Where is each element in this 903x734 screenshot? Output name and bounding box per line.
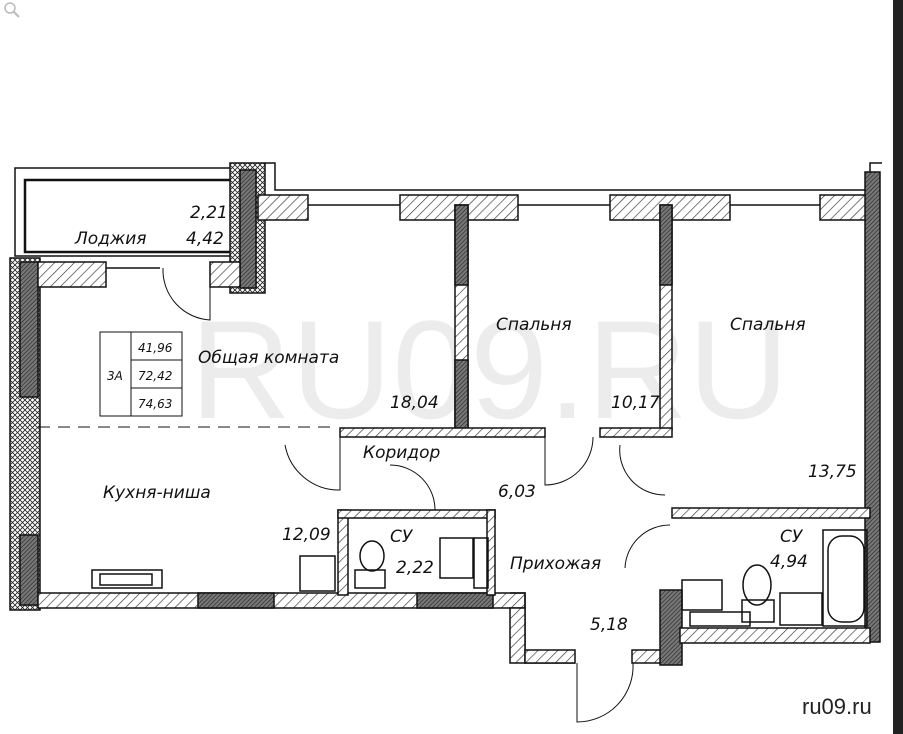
loggia-area: 4,42 — [186, 229, 224, 249]
bath2-name: СУ — [780, 527, 804, 547]
corridor-name: Коридор — [363, 443, 440, 463]
bath2-area: 4,94 — [770, 552, 808, 572]
magnifier-icon[interactable] — [4, 2, 20, 18]
total-area: 72,42 — [138, 369, 172, 383]
living-area: 41,96 — [138, 341, 173, 355]
bedroom2-name: Спальня — [730, 315, 806, 335]
summary-table — [99, 331, 183, 417]
bath1-area: 2,22 — [396, 558, 434, 578]
loggia-name: Лоджия — [74, 229, 147, 249]
bedroom2-area: 13,75 — [808, 462, 857, 482]
kitchen-area: 12,09 — [282, 525, 331, 545]
loggia-area-net: 2,21 — [190, 203, 228, 223]
kitchen-name: Кухня-ниша — [103, 483, 211, 503]
bath1-name: СУ — [390, 527, 414, 547]
watermark: RU09.RU — [190, 291, 789, 448]
walls — [9, 162, 882, 723]
hall-name: Прихожая — [510, 554, 601, 574]
bedroom1-name: Спальня — [496, 315, 572, 335]
total-area-with-loggia: 74,63 — [138, 397, 172, 411]
bedroom1-area: 10,17 — [611, 393, 660, 413]
corridor-area: 6,03 — [498, 482, 536, 502]
hall-area: 5,18 — [590, 615, 628, 635]
scrollbar[interactable] — [893, 0, 903, 734]
living-room-name: Общая комната — [198, 348, 339, 368]
apartment-type: 3А — [107, 369, 123, 383]
living-room-area: 18,04 — [390, 393, 439, 413]
site-link[interactable]: ru09.ru — [802, 694, 872, 719]
